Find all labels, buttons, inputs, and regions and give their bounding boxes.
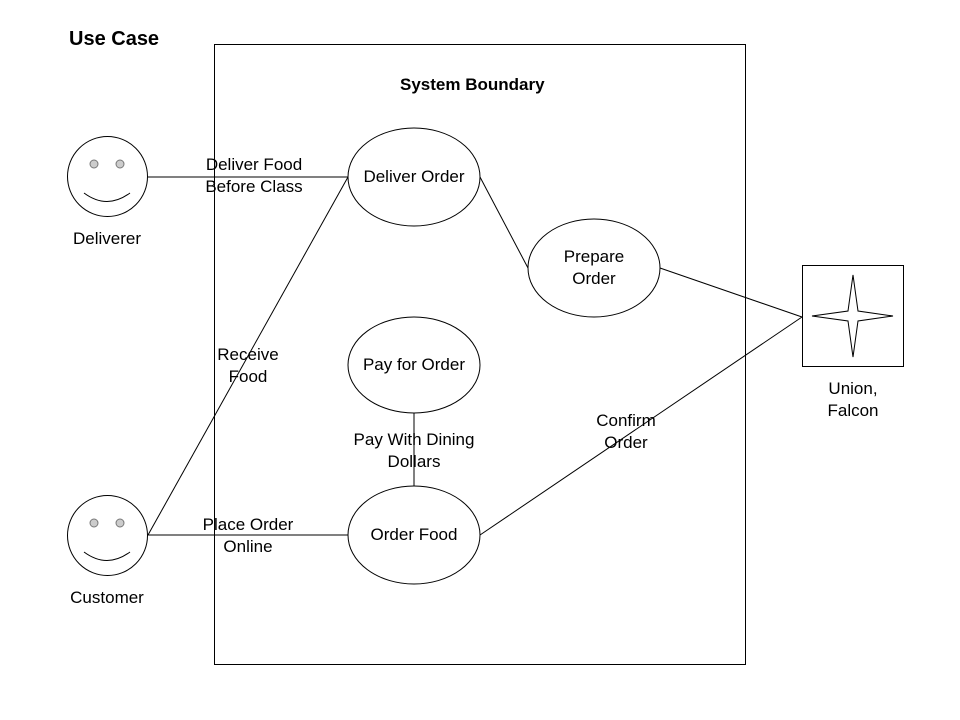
order-food-label: Order Food bbox=[370, 525, 458, 544]
use-case-pay-for-order bbox=[347, 316, 481, 414]
place-order-online-label: Place Order Online bbox=[202, 515, 294, 556]
assoc-prepare-union bbox=[659, 267, 803, 318]
use-case-deliver-order bbox=[347, 127, 481, 227]
system-boundary bbox=[214, 44, 746, 665]
deliverer-label: Deliverer bbox=[72, 229, 142, 248]
customer-actor-icon bbox=[67, 495, 148, 576]
system-boundary-label: System Boundary bbox=[400, 75, 545, 94]
assoc-customer-deliver-order bbox=[147, 176, 349, 536]
use-case-order-food bbox=[347, 485, 481, 585]
customer-label: Customer bbox=[70, 588, 144, 607]
union-falcon-label: Union, Falcon bbox=[827, 379, 879, 420]
pay-for-order-label: Pay for Order bbox=[362, 355, 466, 374]
deliver-food-before-class-label: Deliver Food Before Class bbox=[205, 155, 303, 196]
pay-with-dining-dollars-label: Pay With Dining Dollars bbox=[353, 430, 475, 471]
deliver-order-label: Deliver Order bbox=[363, 167, 465, 186]
deliverer-actor-icon bbox=[67, 136, 148, 217]
confirm-order-label: Confirm Order bbox=[596, 411, 656, 452]
receive-food-label: Receive Food bbox=[217, 345, 279, 386]
page-title: Use Case bbox=[69, 28, 160, 50]
assoc-order-food-union bbox=[479, 316, 803, 536]
use-case-prepare-order bbox=[527, 218, 661, 318]
assoc-deliver-prepare bbox=[479, 176, 529, 269]
union-falcon-actor-icon bbox=[802, 265, 904, 367]
prepare-order-label: Prepare Order bbox=[563, 247, 625, 288]
